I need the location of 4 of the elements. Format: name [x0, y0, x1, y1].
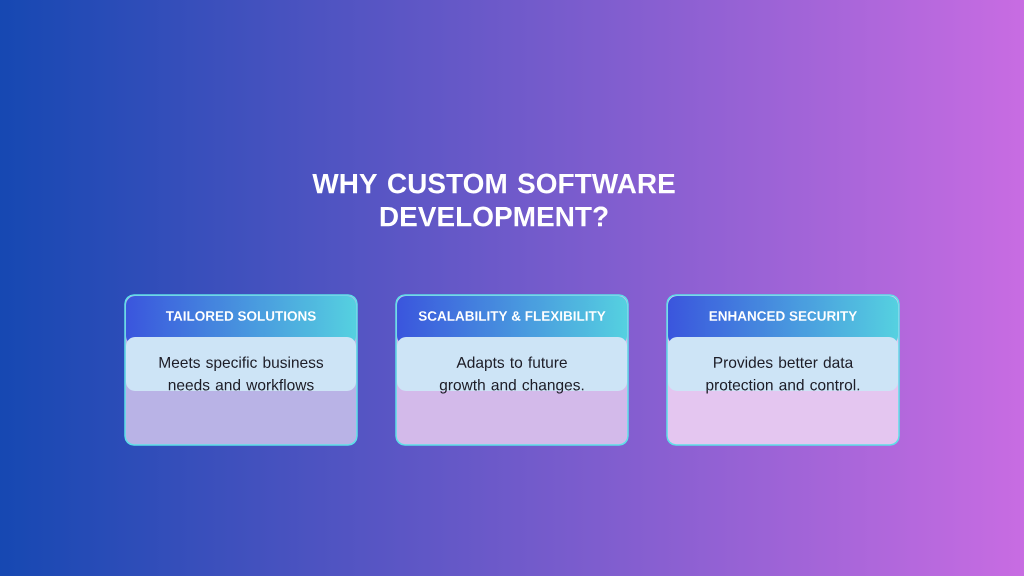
title: WHY CUSTOM SOFTWARE DEVELOPMENT? [312, 173, 675, 227]
card: TAILORED SOLUTIONS Meets specific business needs and workflows [124, 294, 358, 446]
card: ENHANCED SECURITY Provides better data protection and control. [666, 294, 900, 446]
card: SCALABILITY & FLEXIBILITY Adapts to future growth and changes. [395, 294, 629, 446]
